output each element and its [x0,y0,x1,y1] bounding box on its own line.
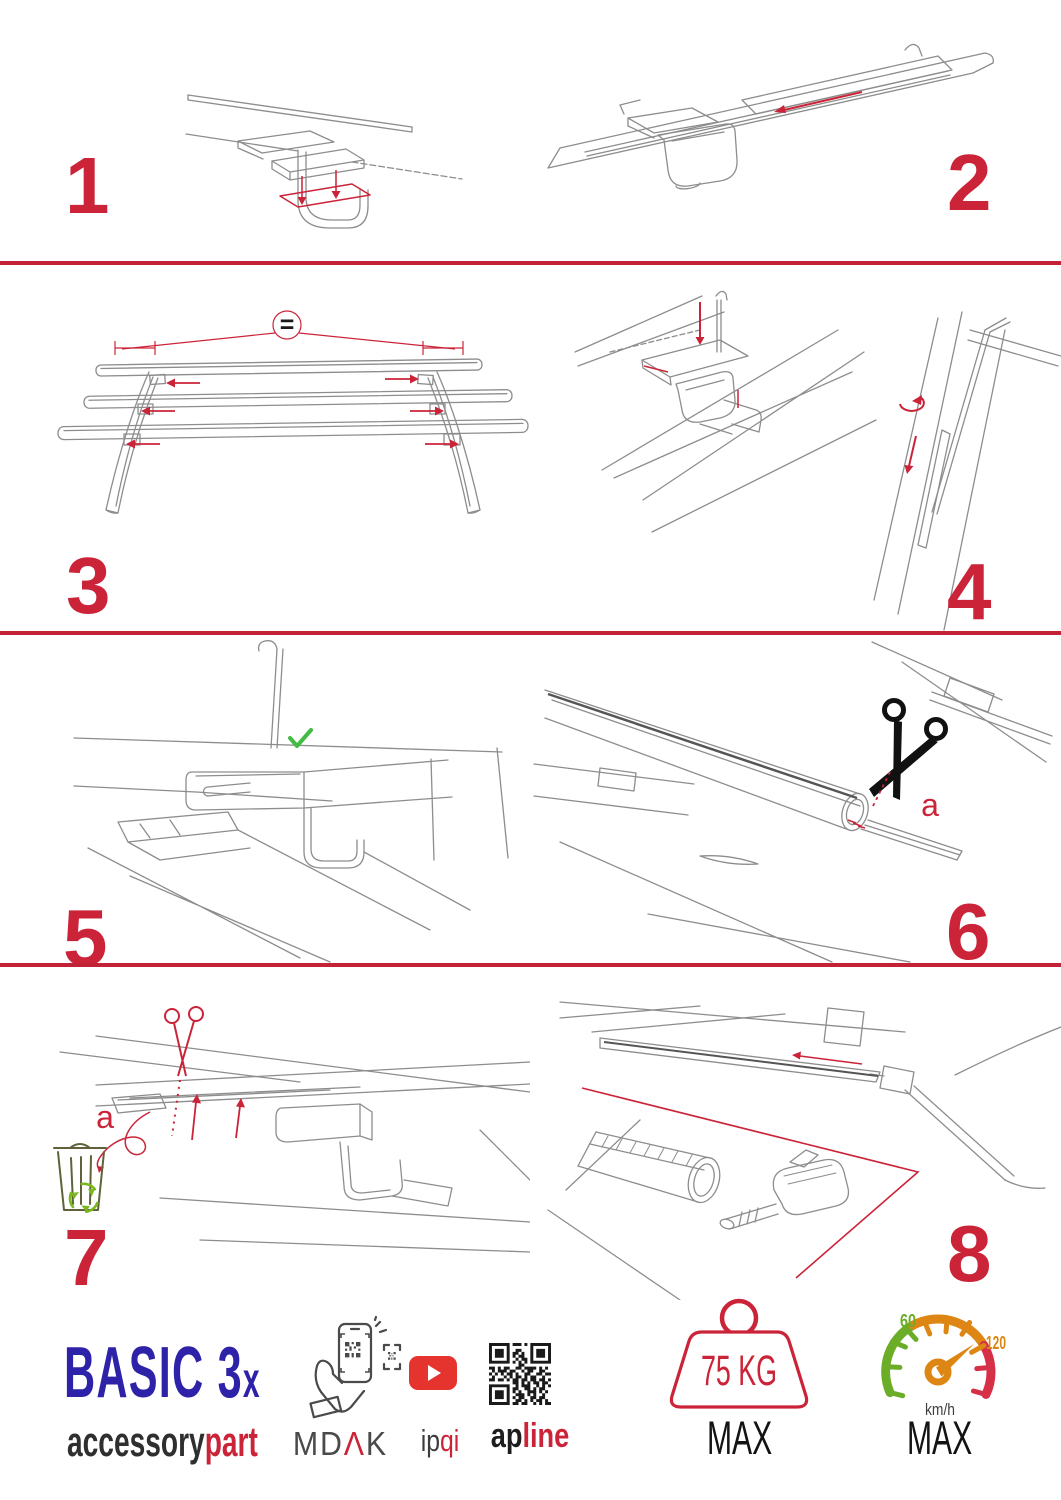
weight-limit-icon: 75 KG [669,1298,809,1409]
brand-mdak: MDΛK [292,1425,388,1462]
qr-scan-phone-icon [309,1316,402,1419]
divider-1 [0,261,1061,265]
divider-3 [0,963,1061,967]
product-title: BASIC 3x [64,1333,260,1413]
scissors-red-icon [164,1006,204,1077]
step1-number: 1 [65,141,110,230]
brand-apline: apline [490,1417,570,1455]
step4-illustration-hex-key-tighten [574,290,1061,631]
product-subtitle: accessorypart [67,1418,258,1465]
weight-limit-value: 75 KG [701,1347,777,1395]
step7-number: 7 [64,1213,109,1302]
step5-illustration-correct-check [73,640,509,963]
trash-bin-icon [53,1143,107,1211]
scissors-icon [869,698,948,800]
equal-spacing-symbol: = [280,311,295,339]
qr-code [489,1343,551,1405]
step3-number: 3 [66,541,111,630]
step3-illustration-equal-spacing: = [57,310,529,514]
recycle-icon [68,1182,99,1214]
brand-ipqi: ipqi [420,1423,460,1458]
check-icon [288,728,313,748]
step8-number: 8 [947,1209,992,1298]
step2-number: 2 [947,138,992,227]
step7-illustration-discard-strip: a [53,1006,530,1253]
step6-cut-label: a [921,787,939,823]
speed-high-label: 120 [986,1333,1006,1353]
speed-unit-label: km/h [925,1400,955,1418]
divider-2 [0,631,1061,635]
play-icon [428,1365,441,1381]
step8-illustration-final-assembly [547,1001,1061,1300]
step6-illustration-cut-strip: a [533,641,1053,963]
step2-illustration-slide-clamp [547,43,994,190]
speed-max-label: MAX [907,1411,973,1464]
speedometer-needle [924,1344,974,1386]
step6-number: 6 [946,887,991,976]
speedometer-icon: 60 120 km/h [881,1311,1006,1418]
youtube-icon [409,1356,457,1390]
speed-low-label: 60 [900,1311,916,1331]
step1-illustration-pad-insert [185,94,463,229]
step7-cut-label: a [96,1099,114,1135]
weight-max-label: MAX [707,1411,773,1464]
step4-number: 4 [947,547,992,636]
